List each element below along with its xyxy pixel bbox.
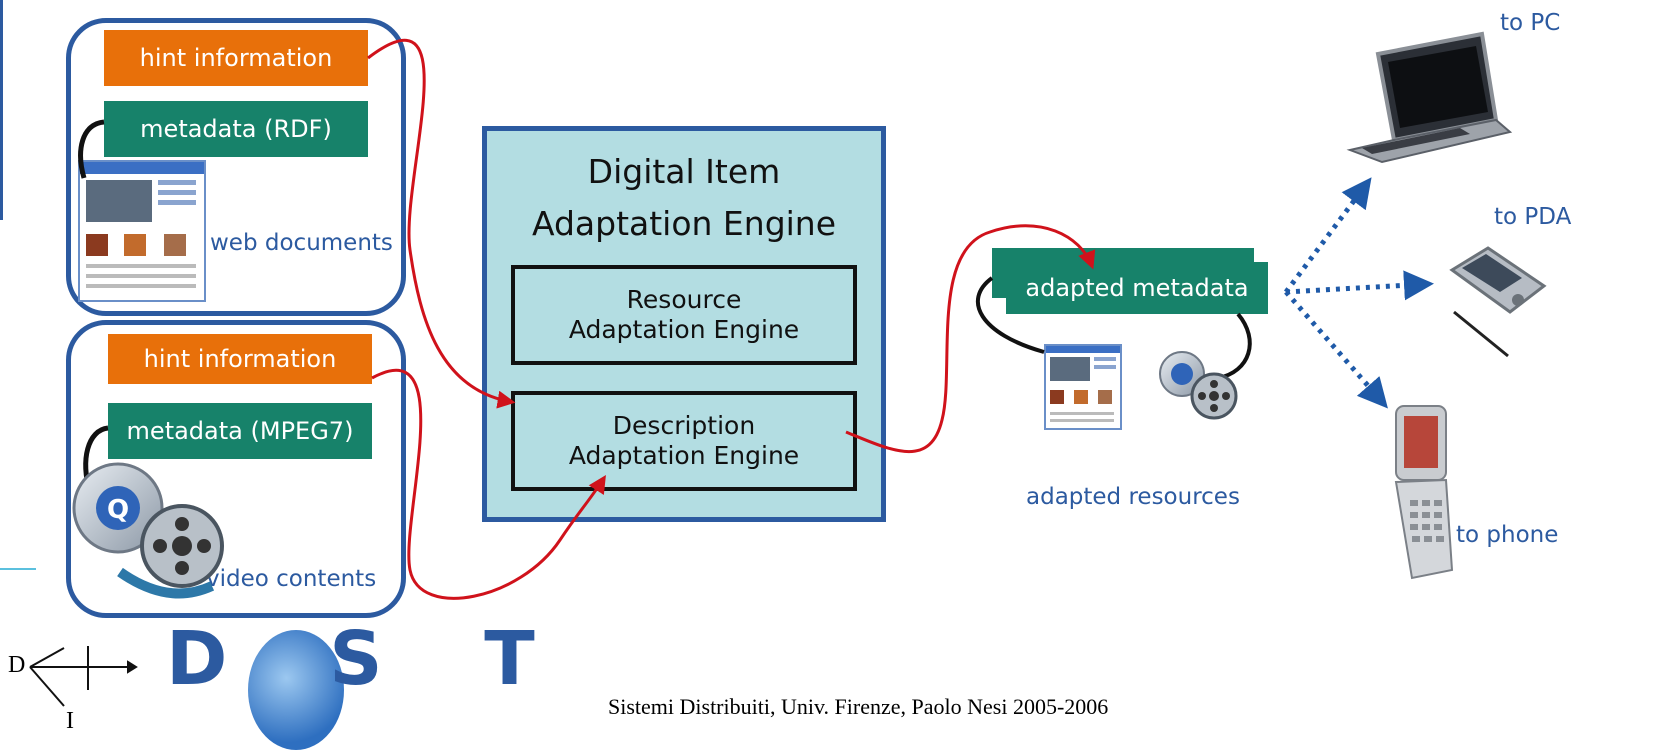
di-logo-i: I [66,708,74,734]
di-logo-lines [29,646,138,707]
disit-logo: D S T [164,616,535,750]
left-edge-line [0,0,3,220]
resource-line2: Adaptation Engine [568,315,800,344]
resource-adaptation-engine: Resource Adaptation Engine [511,265,857,365]
arrow-description-to-adapted [845,224,1096,453]
digital-item-adaptation-engine: Digital Item Adaptation Engine Resource … [482,126,886,522]
web-documents-label: web documents [210,230,393,256]
svg-text:Q: Q [107,495,129,525]
engine-title-line2: Adaptation Engine [531,204,837,243]
pda-icon [1449,246,1547,358]
adapted-metadata: adapted metadata [1006,262,1268,314]
engine-title-line1: Digital Item [587,152,781,191]
hint-information-web: hint information [104,30,368,86]
adapted-film-reel-icon [1159,351,1238,420]
film-reel-icon: Q [72,462,224,599]
description-adaptation-engine: Description Adaptation Engine [511,391,857,491]
phone-icon [1394,405,1454,580]
di-logo-d: D [8,652,26,678]
web-document-thumbnail [78,160,206,302]
left-accent-line [0,568,36,570]
description-line1: Description [612,411,756,440]
arrow-web-hint-to-description [367,38,516,409]
adapted-cable-left [975,276,1045,354]
metadata-rdf: metadata (RDF) [104,101,368,157]
arrow-to-pda [1285,270,1434,301]
to-pc-label: to PC [1500,10,1561,36]
arrow-to-pc [1283,177,1372,294]
footer-text: Sistemi Distribuiti, Univ. Firenze, Paol… [608,694,1109,719]
adapted-web-thumbnail [1044,344,1122,430]
hint-information-video: hint information [108,334,372,384]
disit-logo-letters: D S T [166,616,573,702]
to-pda-label: to PDA [1494,204,1572,230]
arrow-to-phone [1284,290,1388,409]
adapted-cable-right [1217,312,1252,380]
metadata-mpeg7: metadata (MPEG7) [108,403,372,459]
web-cable [78,119,105,179]
laptop-icon [1346,31,1513,164]
arrow-video-hint-to-description [371,368,606,600]
resource-line1: Resource [626,285,742,314]
video-contents-label: video contents [206,566,377,592]
adapted-resources-label: adapted resources [1026,484,1240,510]
to-phone-label: to phone [1456,522,1559,548]
description-line2: Adaptation Engine [568,441,800,470]
